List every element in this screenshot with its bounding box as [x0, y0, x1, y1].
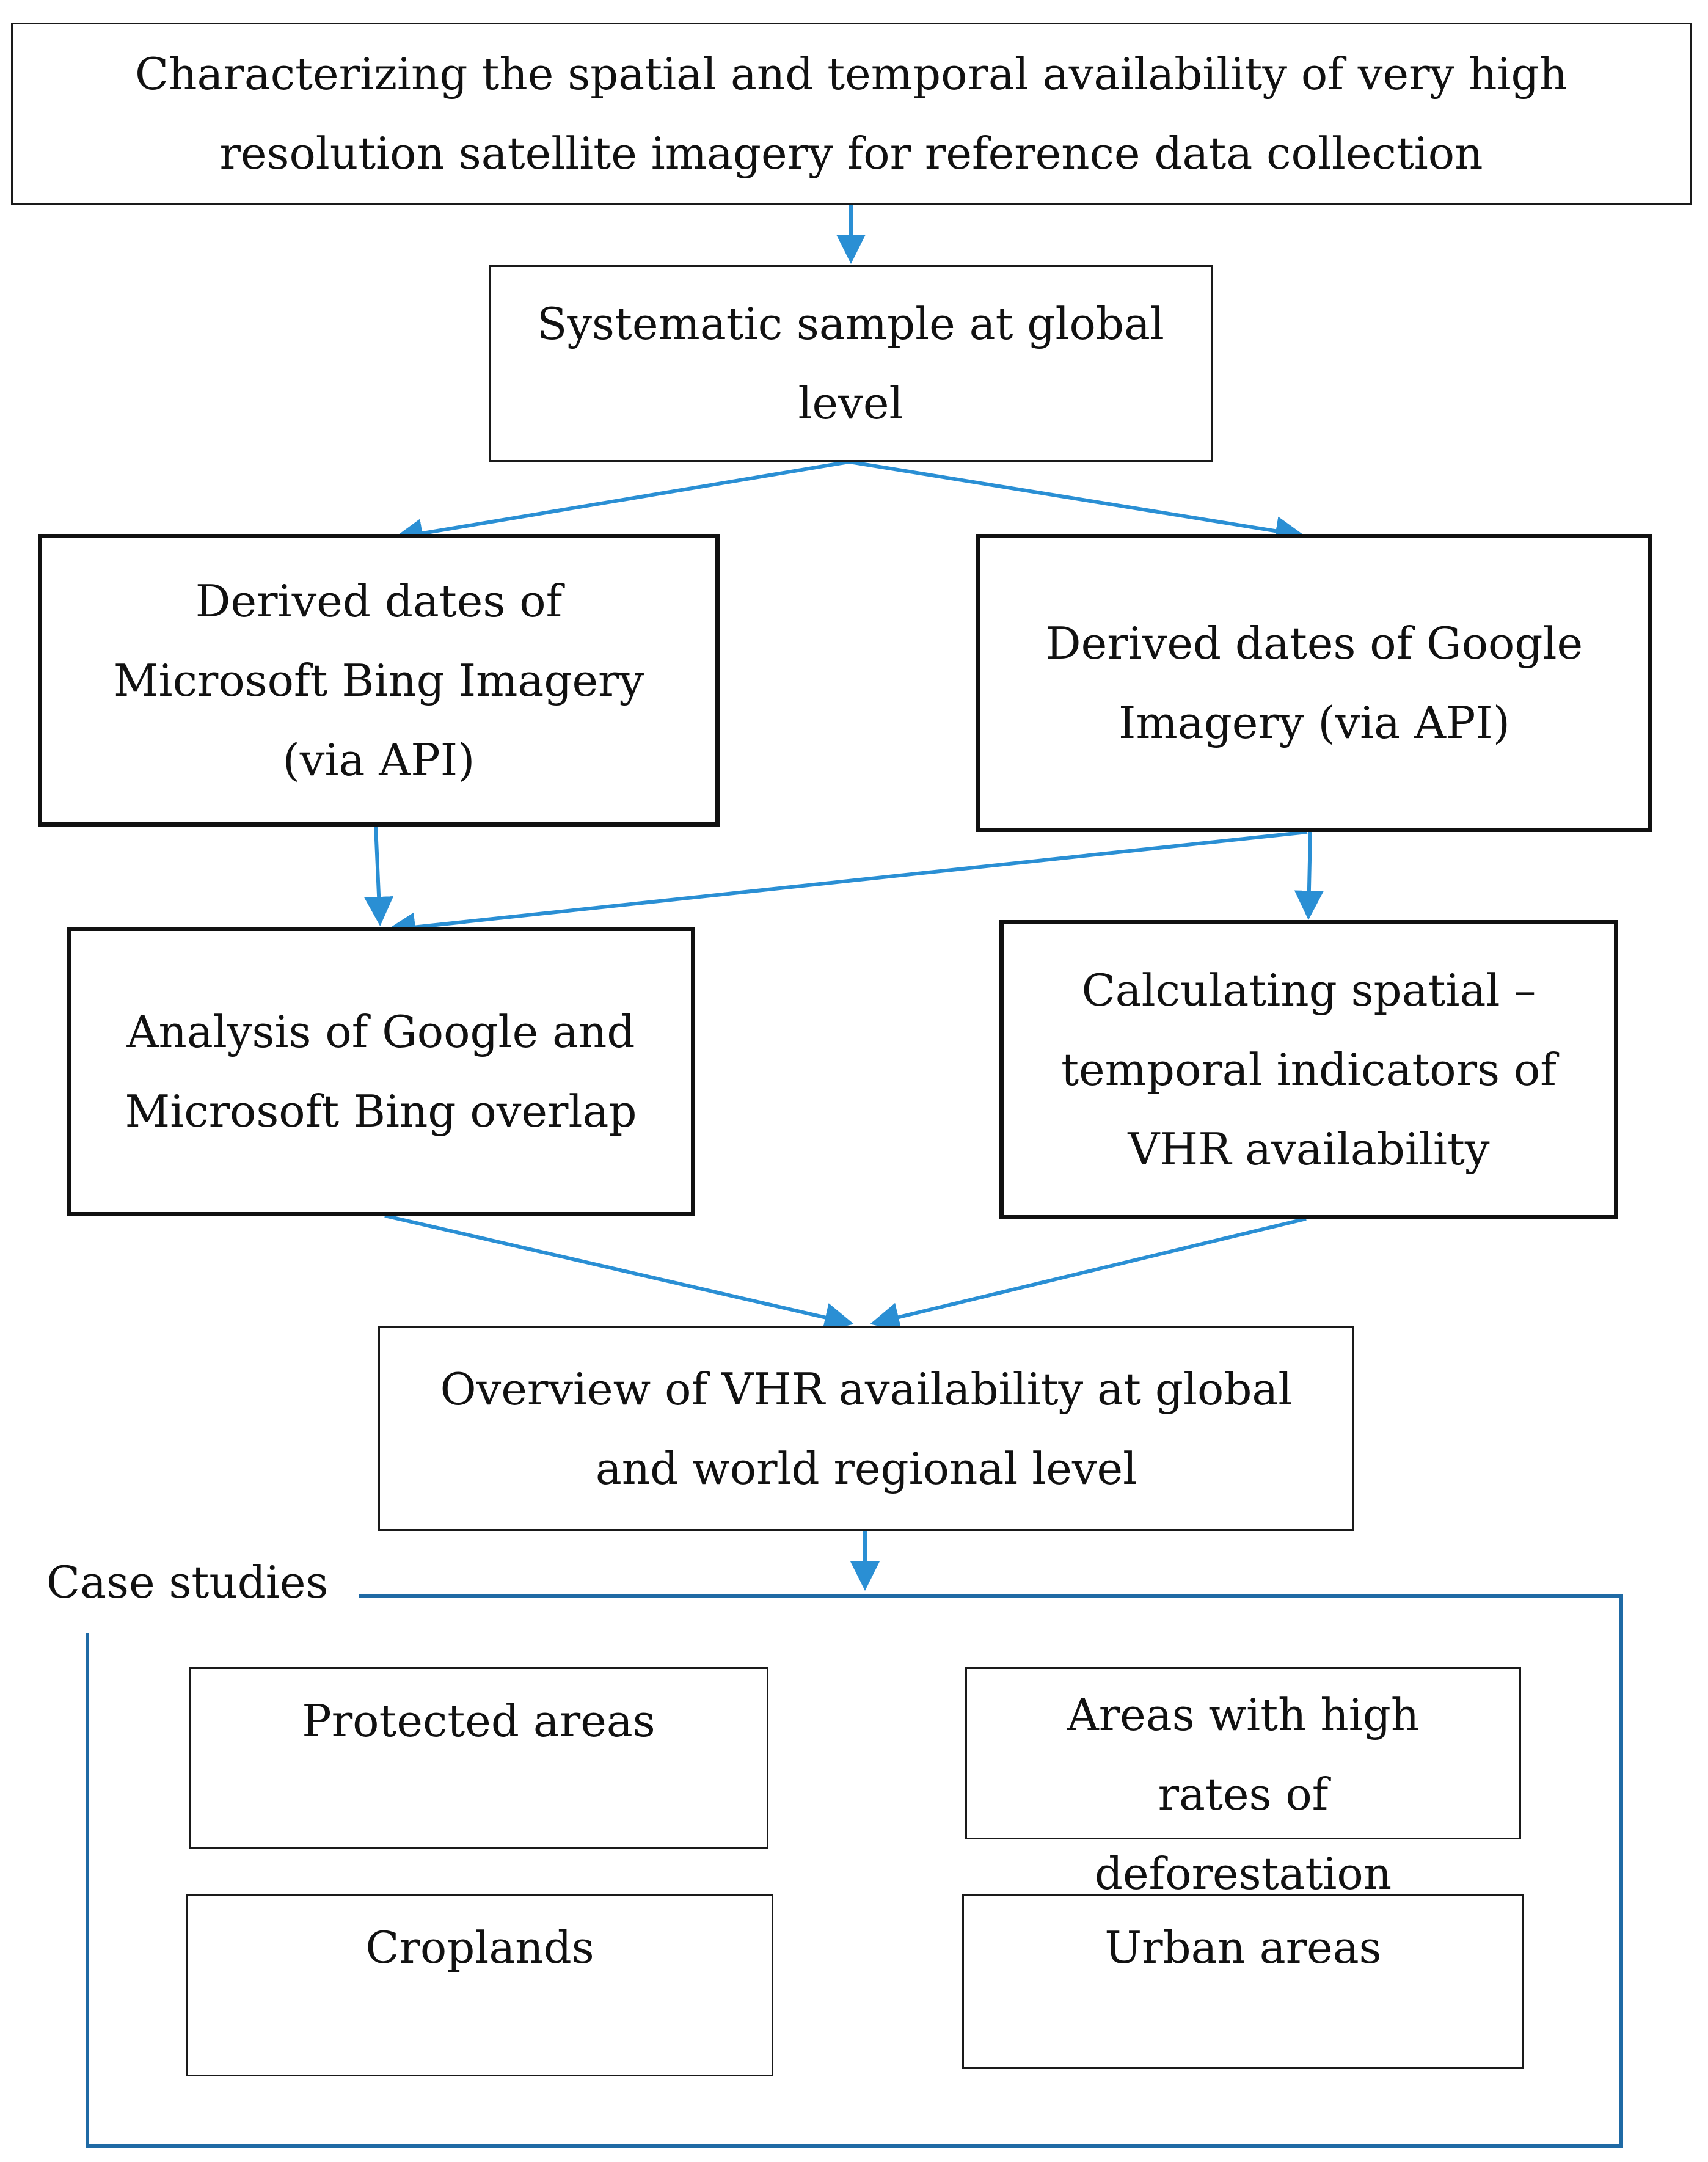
case-croplands-box: Croplands — [186, 1894, 773, 2076]
overview-box: Overview of VHR availability at global a… — [378, 1326, 1354, 1531]
google-dates-text: Derived dates of Google Imagery (via API… — [1045, 618, 1583, 748]
case-studies-frame — [86, 1594, 1623, 2148]
case-protected-areas-text: Protected areas — [302, 1695, 655, 1747]
arrow-google-to-indicators — [1294, 831, 1324, 920]
indicators-box: Calculating spatial – temporal indicator… — [999, 920, 1618, 1219]
bing-dates-box: Derived dates of Microsoft Bing Imagery … — [38, 534, 720, 827]
arrow-bing-to-overlap — [364, 825, 394, 926]
overview-text: Overview of VHR availability at global a… — [440, 1363, 1293, 1494]
overlap-analysis-box: Analysis of Google and Microsoft Bing ov… — [67, 927, 695, 1216]
arrow-overlap-to-overview — [384, 1214, 854, 1332]
arrow-indicators-to-overview — [870, 1217, 1307, 1332]
goal-box: Characterizing the spatial and temporal … — [11, 23, 1692, 205]
bing-dates-text: Derived dates of Microsoft Bing Imagery … — [113, 575, 644, 786]
case-studies-title: Case studies — [46, 1555, 329, 1610]
case-urban-areas-text: Urban areas — [1104, 1922, 1382, 1973]
case-urban-areas-box: Urban areas — [962, 1894, 1524, 2069]
case-deforestation-box: Areas with high rates of deforestation — [965, 1667, 1521, 1899]
case-protected-areas-box: Protected areas — [189, 1667, 768, 1849]
case-croplands-text: Croplands — [365, 1922, 594, 1973]
arrow-google-to-overlap — [386, 830, 1308, 942]
indicators-text: Calculating spatial – temporal indicator… — [1061, 965, 1557, 1175]
systematic-sample-text: Systematic sample at global level — [537, 298, 1164, 429]
overlap-analysis-text: Analysis of Google and Microsoft Bing ov… — [125, 1006, 637, 1137]
google-dates-box: Derived dates of Google Imagery (via API… — [976, 534, 1652, 832]
arrow-sample-to-bing — [393, 460, 850, 548]
systematic-sample-box: Systematic sample at global level — [489, 265, 1213, 462]
arrow-sample-to-google — [849, 460, 1305, 546]
goal-text: Characterizing the spatial and temporal … — [135, 48, 1567, 179]
case-deforestation-text: Areas with high rates of deforestation — [1067, 1689, 1420, 1899]
